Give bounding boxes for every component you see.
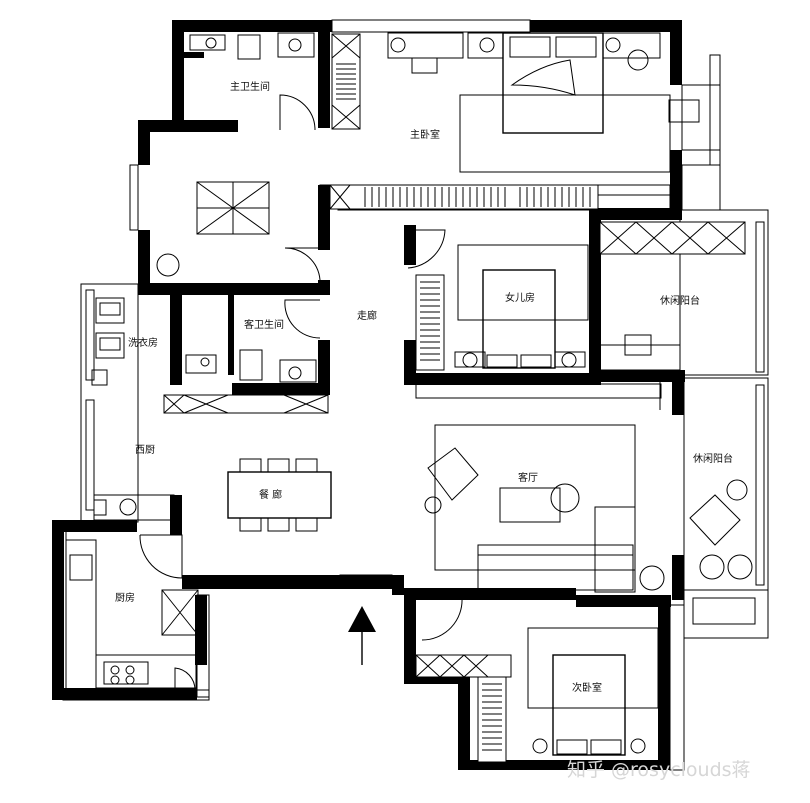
label-leisure-balcony-top: 休闲阳台 <box>660 294 700 307</box>
label-master-bath: 主卫生间 <box>230 80 270 93</box>
label-master-bedroom: 主卧室 <box>410 128 440 141</box>
label-dining: 餐 廊 <box>259 488 282 501</box>
label-daughter-room: 女儿房 <box>505 291 535 304</box>
label-kitchen: 厨房 <box>115 591 135 604</box>
entrance-arrow <box>348 606 376 665</box>
room-labels: 主卫生间 主卧室 女儿房 休闲阳台 走廊 客卫生间 洗衣房 西厨 餐 廊 客厅 … <box>115 80 733 694</box>
wardrobes <box>163 33 746 763</box>
walls <box>52 19 685 770</box>
label-living: 客厅 <box>518 471 538 484</box>
watermark: 知乎 @rosyclouds蒋 <box>567 759 751 781</box>
label-western-kitchen: 西厨 <box>135 444 155 456</box>
furniture <box>65 32 753 756</box>
doors <box>139 94 661 691</box>
label-laundry: 洗衣房 <box>128 336 158 349</box>
label-second-bedroom: 次卧室 <box>572 681 602 694</box>
label-guest-bath: 客卫生间 <box>244 318 284 331</box>
label-corridor: 走廊 <box>357 309 377 322</box>
label-leisure-balcony-right: 休闲阳台 <box>693 452 733 465</box>
